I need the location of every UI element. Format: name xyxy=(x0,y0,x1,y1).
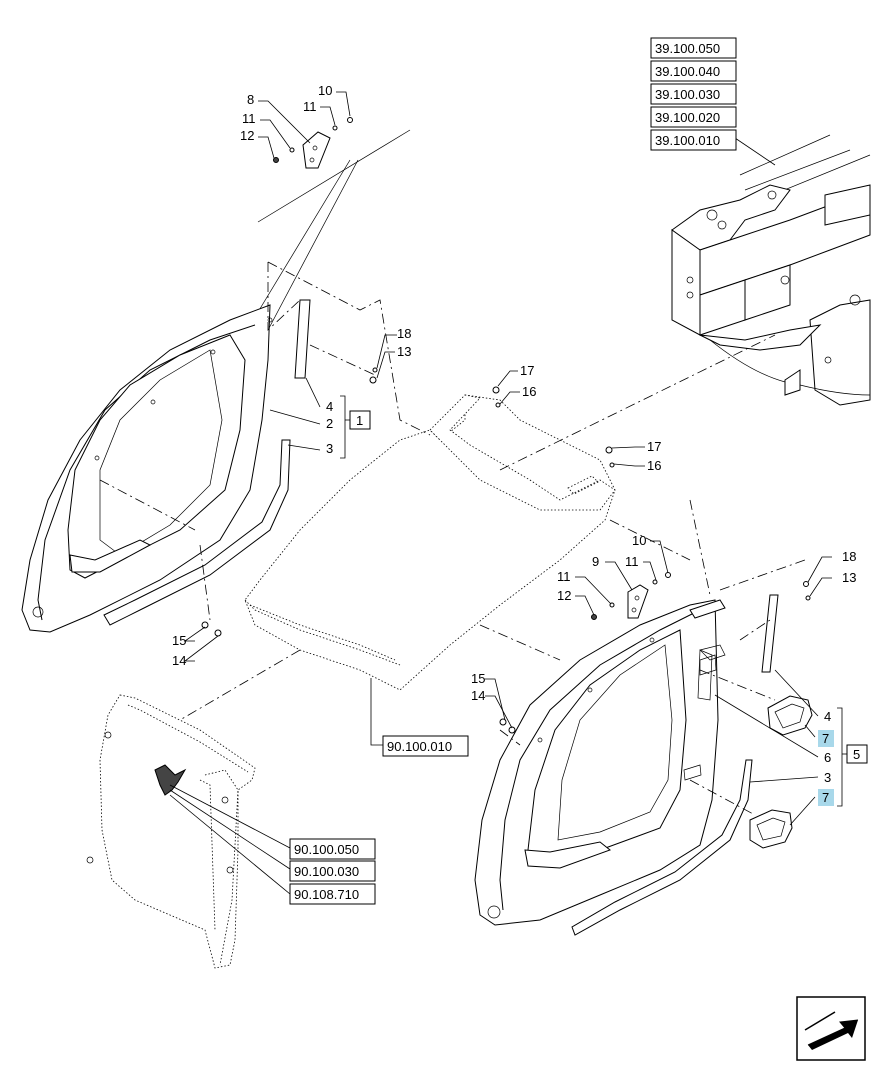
callout-3: 3 xyxy=(824,770,831,785)
callout-13: 13 xyxy=(397,344,411,359)
door-handle-upper xyxy=(767,695,813,736)
left-door xyxy=(21,304,273,633)
ref-label-39-100-030: 39.100.030 xyxy=(655,87,720,102)
callout-15: 15 xyxy=(471,671,485,686)
fasteners xyxy=(369,367,811,734)
ref-box-39-100-050[interactable]: 39.100.050 xyxy=(650,37,737,59)
callout-17: 17 xyxy=(520,363,534,378)
callout-9: 9 xyxy=(592,554,599,569)
alignment-lines xyxy=(99,261,806,816)
assembly-box-1[interactable]: 1 xyxy=(349,410,371,430)
callout-11: 11 xyxy=(303,99,317,114)
callout-18: 18 xyxy=(397,326,411,341)
callout-18: 18 xyxy=(842,549,856,564)
ref-box-39-100-020[interactable]: 39.100.020 xyxy=(650,106,737,128)
ref-label-90-108-710: 90.108.710 xyxy=(294,887,359,902)
door-handle-lower xyxy=(749,809,793,849)
ref-box-39-100-030[interactable]: 39.100.030 xyxy=(650,83,737,105)
callout-7: 7 xyxy=(822,731,829,746)
callout-16: 16 xyxy=(522,384,536,399)
left-bolts-15-14 xyxy=(201,621,222,637)
assembly-box-5[interactable]: 5 xyxy=(846,744,868,764)
leader-lines xyxy=(169,91,843,895)
callout-7-upper: 7 xyxy=(818,730,834,747)
ref-label-90-100-050: 90.100.050 xyxy=(294,842,359,857)
hinge-bracket-left xyxy=(273,117,353,169)
chassis-frame xyxy=(671,134,871,406)
callout-15: 15 xyxy=(172,633,186,648)
callout-8: 8 xyxy=(247,92,254,107)
arrow-icon[interactable] xyxy=(796,996,866,1061)
ref-label-90-100-010: 90.100.010 xyxy=(387,739,452,754)
ref-box-39-100-010[interactable]: 39.100.010 xyxy=(650,129,737,151)
callout-17: 17 xyxy=(647,439,661,454)
ref-label-39-100-020: 39.100.020 xyxy=(655,110,720,125)
callout-11: 11 xyxy=(625,554,639,569)
assembly-label-5: 5 xyxy=(853,747,860,762)
ref-label-39-100-050: 39.100.050 xyxy=(655,41,720,56)
ref-box-90-100-050[interactable]: 90.100.050 xyxy=(289,838,376,860)
ref-box-90-100-030[interactable]: 90.100.030 xyxy=(289,860,376,882)
callout-11: 11 xyxy=(557,569,571,584)
callout-6: 6 xyxy=(824,750,831,765)
ref-label-39-100-040: 39.100.040 xyxy=(655,64,720,79)
ref-label-90-100-030: 90.100.030 xyxy=(294,864,359,879)
roof-panel xyxy=(244,394,616,691)
callout-numbers: 10 8 11 11 12 18 13 17 16 4 2 3 17 16 10… xyxy=(172,83,856,806)
callout-10: 10 xyxy=(318,83,332,98)
callout-12: 12 xyxy=(557,588,571,603)
right-door xyxy=(474,599,726,926)
callout-4: 4 xyxy=(824,709,831,724)
callout-16: 16 xyxy=(647,458,661,473)
callout-2: 2 xyxy=(326,416,333,431)
rear-panel xyxy=(86,694,256,969)
callout-3: 3 xyxy=(326,441,333,456)
left-door-seals xyxy=(103,299,311,626)
callout-7: 7 xyxy=(822,790,829,805)
right-door-seals xyxy=(571,594,779,936)
hinge-bracket-right xyxy=(591,572,671,620)
callout-11: 11 xyxy=(242,111,256,126)
assembly-label-1: 1 xyxy=(356,413,363,428)
callout-14: 14 xyxy=(172,653,186,668)
ref-label-39-100-010: 39.100.010 xyxy=(655,133,720,148)
callout-13: 13 xyxy=(842,570,856,585)
callout-14: 14 xyxy=(471,688,485,703)
callout-7-lower: 7 xyxy=(818,789,834,806)
ref-box-39-100-040[interactable]: 39.100.040 xyxy=(650,60,737,82)
callout-4: 4 xyxy=(326,399,333,414)
ref-box-90-100-010[interactable]: 90.100.010 xyxy=(382,735,469,757)
ref-box-90-108-710[interactable]: 90.108.710 xyxy=(289,883,376,905)
callout-12: 12 xyxy=(240,128,254,143)
callout-10: 10 xyxy=(632,533,646,548)
